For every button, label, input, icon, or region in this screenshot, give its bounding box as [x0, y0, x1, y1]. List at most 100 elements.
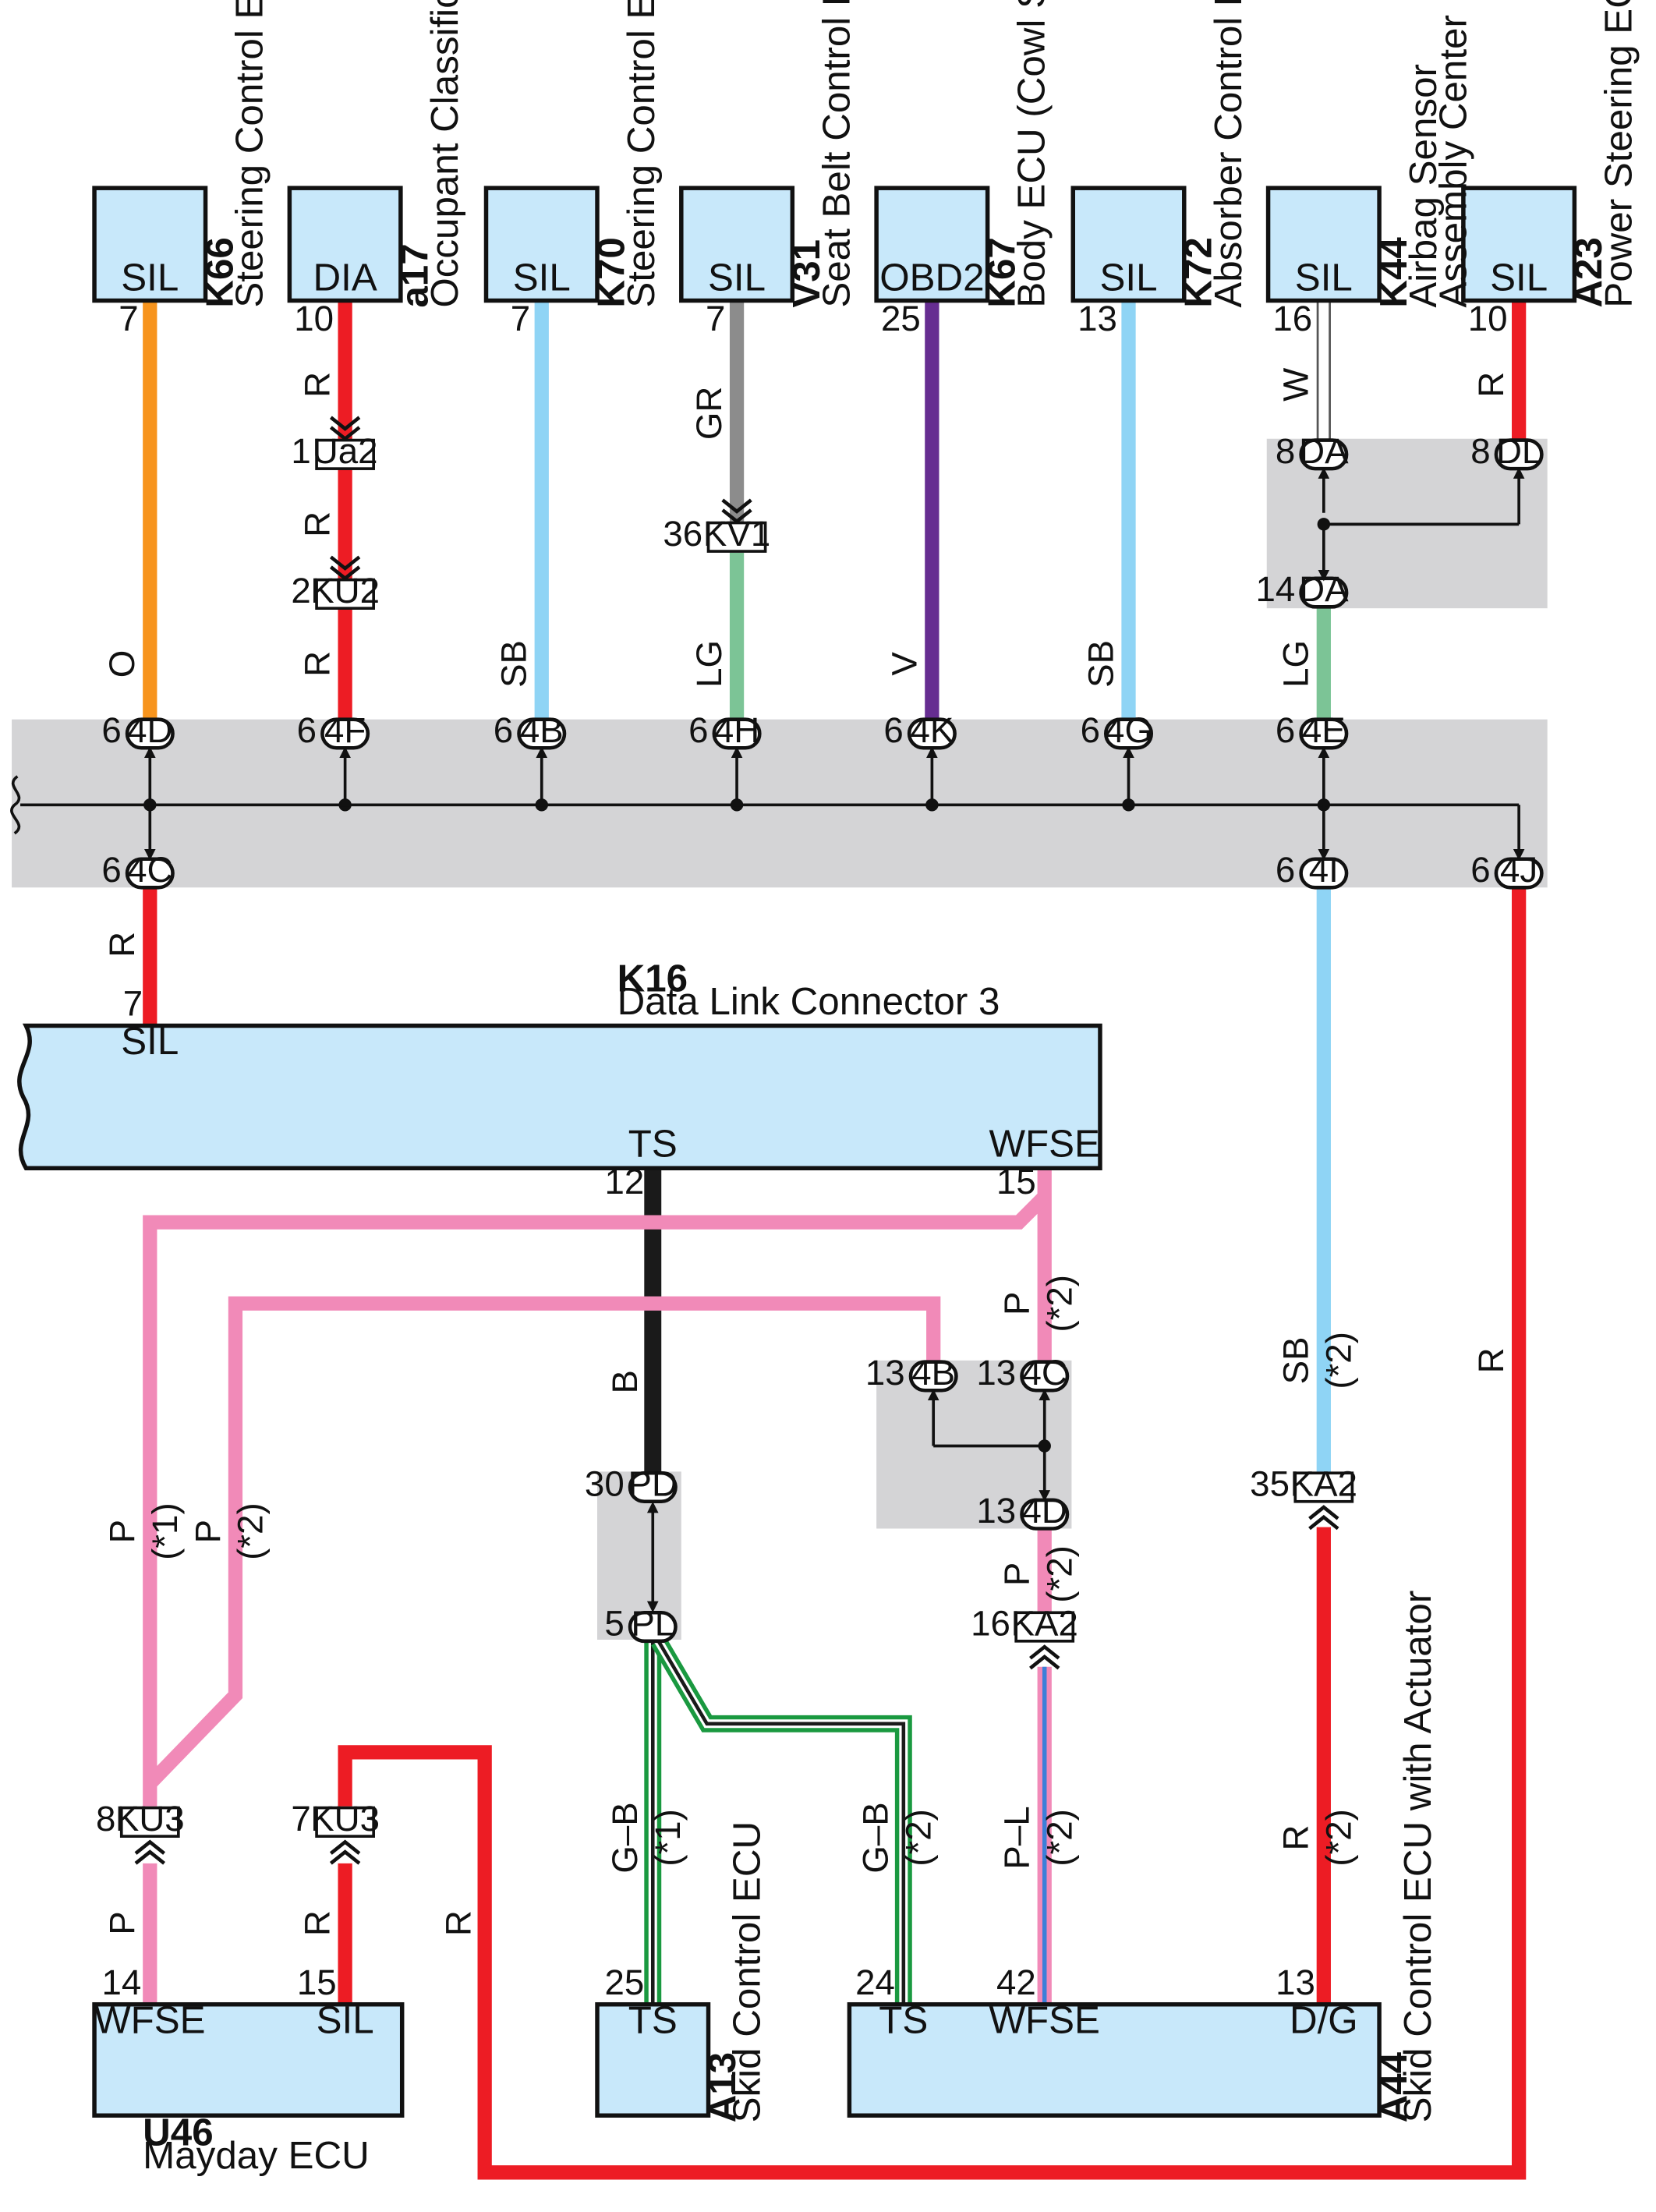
- ecu-pin-number: 15: [297, 1962, 337, 2002]
- ecu-code: K67: [980, 237, 1023, 307]
- junction-connector: 4F6: [297, 710, 370, 750]
- ecu-name: Body ECU (Cowl Side J/B RH): [1010, 0, 1053, 308]
- wire-note-label: (*2): [1319, 1809, 1359, 1867]
- junction-connector-name: PL: [631, 1604, 674, 1644]
- wire-pink-1: [143, 1191, 1050, 1807]
- inline-connector-body: [119, 1806, 180, 1838]
- ecu-pin-number: 13: [1276, 1962, 1315, 2002]
- ecu-code: A44: [1372, 2051, 1415, 2122]
- wire-color-label: P: [997, 1563, 1037, 1586]
- ecu-name: Absorber Control ECU: [1207, 0, 1250, 308]
- junction-connector: 4B6: [494, 710, 567, 750]
- junction-pin-number: 6: [1276, 850, 1295, 890]
- junction-connector-body: [628, 1610, 678, 1644]
- ecu-code: A13: [701, 2052, 744, 2123]
- junction-pin-number: 5: [604, 1604, 624, 1644]
- ecu-pin-number: 25: [605, 1962, 645, 2002]
- ecu-terminal-label: SIL: [708, 257, 766, 299]
- junction-pin-number: 6: [101, 710, 121, 750]
- junction-pin-number: 13: [976, 1353, 1016, 1393]
- junction-connector: 4H6: [688, 710, 762, 750]
- inline-pin-number: 36: [663, 514, 702, 554]
- ecu-name: Skid Control ECU: [725, 1821, 768, 2123]
- connector-chevron: [134, 1849, 165, 1865]
- inline-connector-body: [1014, 1611, 1075, 1643]
- ecu-pin-number: 24: [855, 1962, 895, 2002]
- inline-connector-body: [315, 438, 375, 470]
- connector-chevron: [134, 1839, 165, 1855]
- ecu-terminal-label: WFSE: [94, 1998, 206, 2041]
- inline-connector-body: [1293, 1471, 1354, 1503]
- junction-connector: 4D6: [101, 710, 175, 750]
- ecu-pin-number: 13: [1077, 299, 1117, 338]
- junction-connector-name: DA: [1299, 431, 1349, 471]
- ecu-code: K72: [1177, 237, 1219, 307]
- junction-pin-number: 6: [494, 710, 513, 750]
- wire-note-label: (*2): [1319, 1332, 1359, 1389]
- connector-chevron: [329, 555, 361, 571]
- junction-connector-name: 4C: [127, 850, 172, 890]
- ecu-code: A23: [1567, 237, 1610, 307]
- junction-connector-name: PD: [628, 1463, 678, 1503]
- wire-note-label: (*2): [899, 1809, 939, 1867]
- ecu-k72: [1070, 186, 1187, 303]
- wire-color-label: SB: [494, 640, 534, 688]
- wire-note-label: (*2): [231, 1502, 271, 1560]
- wire-color-label: R: [298, 511, 338, 537]
- junction-connector-name: 4I: [1309, 850, 1339, 890]
- junction-connector-name: 4D: [1022, 1491, 1067, 1531]
- junction-pin-number: 13: [976, 1491, 1016, 1531]
- junction-connector: PL5: [604, 1604, 678, 1644]
- inline-pin-number: 2: [291, 571, 310, 611]
- ecu-name: Steering Control ECU: [228, 0, 271, 308]
- wire-note-label: (*1): [648, 1809, 688, 1867]
- connector-chevron: [329, 416, 361, 431]
- wire-color-label: G–B: [605, 1802, 645, 1873]
- junction-connector-name: 4F: [324, 710, 366, 750]
- ecu-terminal-label: SIL: [513, 257, 571, 299]
- inline-connector-body: [315, 578, 375, 610]
- ecu-terminal-label: OBD2: [879, 257, 984, 299]
- junction-connector: 4J6: [1470, 850, 1544, 890]
- ecu-name: Airbag Sensor: [1402, 64, 1445, 308]
- dlc3-box: [17, 1023, 1102, 1170]
- ecu-pin-number: 7: [123, 984, 143, 1024]
- ecu-name: Mayday ECU: [143, 2134, 370, 2177]
- wire-note-label: (*1): [145, 1502, 185, 1560]
- inline-connector-body: [706, 521, 767, 553]
- ecu-v31: [679, 186, 795, 303]
- wire-color-label: P–L: [997, 1806, 1037, 1869]
- junction-pin-number: 6: [1470, 850, 1490, 890]
- ecu-terminal-label: SIL: [1099, 257, 1157, 299]
- ecu-code: U46: [143, 2111, 213, 2154]
- wire-4j-loop: [338, 887, 1527, 2180]
- wire-color-label: P: [997, 1292, 1037, 1315]
- junction-pin-number: 6: [297, 710, 317, 750]
- junction-pin-number: 6: [101, 850, 121, 890]
- wire-color-label: P: [102, 1911, 142, 1934]
- junction-pin-number: 6: [1081, 710, 1100, 750]
- wire-color-label: R: [102, 932, 142, 957]
- ecu-u46: [92, 2001, 405, 2118]
- inline-pin-number: 8: [96, 1799, 115, 1839]
- ecu-name: Steering Control ECU: [620, 0, 663, 308]
- connector-chevron: [329, 1849, 361, 1865]
- connector-chevron: [1308, 1514, 1339, 1531]
- ecu-pin-number: 7: [706, 299, 725, 338]
- inline-connector-name: KU3: [310, 1799, 380, 1839]
- break-symbol: [10, 775, 21, 835]
- junction-pin-number: 8: [1276, 431, 1295, 471]
- junction-connector-name: DL: [1496, 431, 1541, 471]
- junction-connector-name: 4B: [520, 710, 564, 750]
- inline-connector-name: KA2: [1290, 1463, 1357, 1503]
- junction-connector-name: 4E: [1302, 710, 1346, 750]
- wire-color-label: O: [102, 650, 142, 678]
- ecu-pin-number: 7: [511, 299, 530, 338]
- wire-color-label: SB: [1081, 640, 1120, 688]
- junction-connector-name: 4B: [911, 1353, 955, 1393]
